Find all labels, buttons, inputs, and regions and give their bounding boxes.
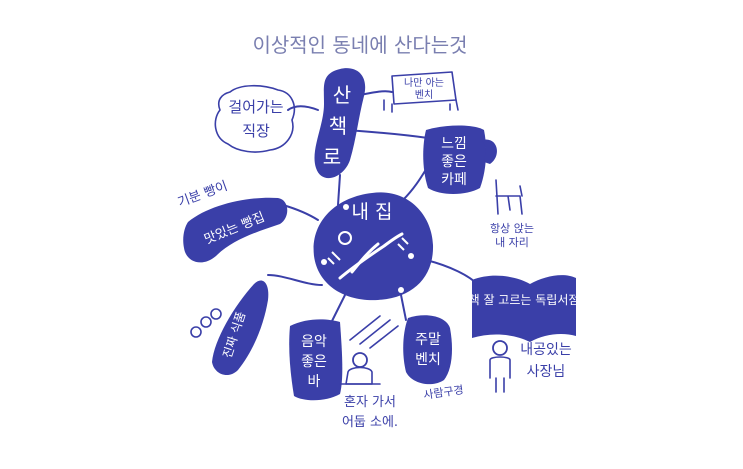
bar-line-3: 바 <box>308 374 321 390</box>
bar-node: 음악 좋은 바 <box>289 319 343 401</box>
cafe-seat-line-1: 항상 앉는 <box>490 222 534 235</box>
bookstore-label: 책 잘 고르는 독립서점 <box>469 292 580 307</box>
weekend-bench-line-1: 주말 <box>415 332 441 348</box>
bench-line-1: 나만 아는 <box>404 77 444 89</box>
workplace-line-2: 직장 <box>242 122 270 140</box>
owner-line-1: 내공있는 <box>520 342 572 358</box>
bench-line-2: 벤치 <box>415 89 433 101</box>
bar-note-1: 혼자 가서 <box>344 395 396 410</box>
groceries-node: 진짜 식품 <box>190 280 269 376</box>
bar-line-1: 음악 <box>301 334 327 350</box>
map-title: 이상적인 동네에 산다는것 <box>252 33 467 57</box>
walk-path-node: 산 책 로 <box>314 68 366 179</box>
bar-note-2: 어둡 소에. <box>342 415 398 430</box>
owner-line-2: 사장님 <box>527 364 566 380</box>
weekend-bench-node: 주말 벤치 <box>403 315 452 385</box>
person-icon <box>489 340 511 393</box>
walk-path-char-2: 책 <box>329 114 347 138</box>
bar-scene-icon <box>339 315 399 385</box>
cafe-line-3: 카페 <box>441 172 467 188</box>
cafe-seat-line-2: 내 자리 <box>495 236 529 249</box>
bench-node: 나만 아는 벤치 <box>383 71 459 113</box>
sleeping-person-icon <box>327 231 409 280</box>
bookstore-node: 책 잘 고르는 독립서점 <box>469 275 580 342</box>
walk-path-char-1: 산 <box>333 83 351 107</box>
weekend-bench-line-2: 벤치 <box>415 352 441 368</box>
bar-line-2: 좋은 <box>301 354 327 370</box>
cafe-line-1: 느낌 <box>441 136 467 152</box>
chair-icon <box>495 179 523 215</box>
workplace-line-1: 걸어가는 <box>228 98 283 116</box>
center-node: 내 집 <box>313 192 434 301</box>
walk-path-char-3: 로 <box>323 145 341 169</box>
cafe-line-2: 좋은 <box>441 154 467 170</box>
weekend-note: 사람구경 <box>423 383 465 402</box>
center-label: 내 집 <box>352 201 393 223</box>
cafe-node: 느낌 좋은 카페 <box>423 125 497 194</box>
bakery-node: 맛있는 빵집 <box>183 197 288 263</box>
workplace-node: 걸어가는 직장 <box>214 84 296 153</box>
